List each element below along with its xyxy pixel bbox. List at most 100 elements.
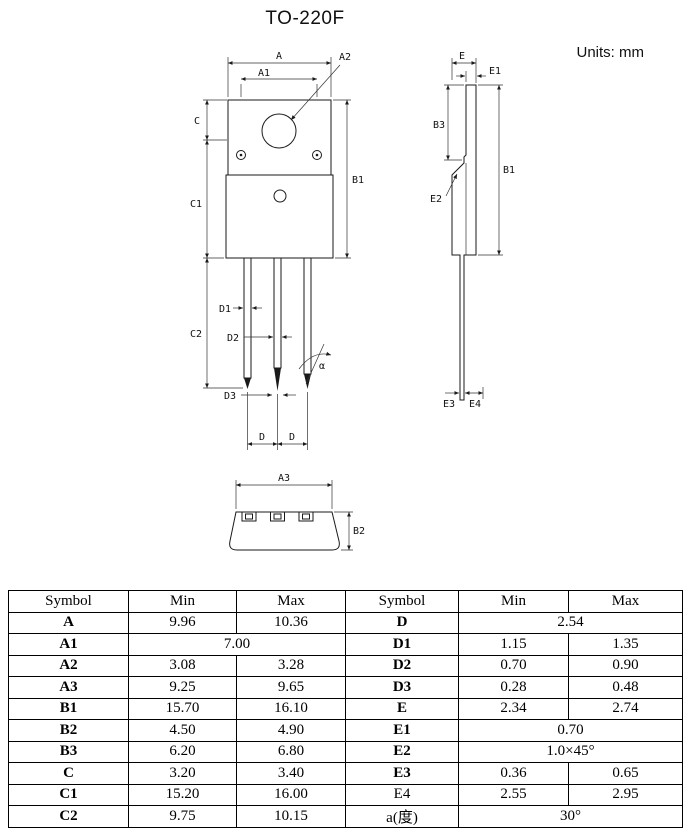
dim-label-D3: D3 [224,391,236,402]
table-row: C2 9.75 10.15 a(度) 30° [8,805,683,828]
front-pilot-hole-right [312,150,322,160]
min-cell: 2.55 [458,783,569,806]
symbol-cell: D3 [345,676,459,699]
dim-line [235,480,333,509]
symbol-cell: E2 [345,740,459,763]
min-cell: 15.70 [128,697,237,720]
dim-A3: A3 [235,473,333,509]
front-pilot-hole-left [236,150,246,160]
table-row: C 3.20 3.40 E3 0.36 0.65 [8,762,683,785]
dim-E1: E1 [456,66,501,82]
lead-section-outer [270,511,285,522]
page-title: TO-220F [265,8,345,29]
dim-label-E1: E1 [489,66,501,77]
min-cell: 3.20 [128,762,237,785]
max-cell: 10.15 [236,805,346,828]
dim-B2: B2 [334,511,365,551]
dim-E2: E2 [430,173,458,205]
dim-label-C: C [194,116,200,127]
front-lead-2 [273,257,282,391]
lead-tip [274,368,281,391]
min-cell: 2.34 [458,697,569,720]
max-cell: 2.95 [568,783,683,806]
dim-line [240,84,318,97]
min-cell: 0.70 [458,654,569,677]
dim-label-B3: B3 [433,120,445,131]
dim-line [444,84,464,161]
table-row: A1 7.00 D1 1.15 1.35 [8,633,683,656]
table-row: C1 15.20 16.00 E4 2.55 2.95 [8,783,683,806]
symbol-cell: E3 [345,762,459,785]
dim-line [247,392,308,450]
front-tab [227,99,332,176]
min-cell: 3.08 [128,654,237,677]
bent-lead-line [305,343,325,385]
bottom-view: A3 B2 [229,473,365,551]
dim-C2: C2 [190,258,243,389]
dim-A: A [227,51,332,97]
dim-label-D2: D2 [227,333,239,344]
max-cell: 0.90 [568,654,683,677]
col-header-symbol-right: Symbol [345,590,459,613]
symbol-cell: D2 [345,654,459,677]
max-cell: 6.80 [236,740,346,763]
table-row: B2 4.50 4.90 E1 0.70 [8,719,683,742]
min-cell: 0.28 [458,676,569,699]
col-header-max-left: Max [236,590,346,613]
table-header-row: Symbol Min Max Symbol Min Max [8,590,683,613]
table-row: B3 6.20 6.80 E2 1.0×45° [8,740,683,763]
symbol-cell: D [345,611,459,634]
max-cell: 2.74 [568,697,683,720]
min-cell: 1.15 [458,633,569,656]
dim-label-C2: C2 [190,329,202,340]
dim-B1-front: B1 [333,99,364,259]
dim-label-E3: E3 [443,399,455,410]
units-label: Units: mm [576,44,645,61]
dim-A2: A2 [290,52,351,121]
dim-B3: B3 [433,84,464,161]
dim-label-A: A [276,51,282,62]
pilot-hole-center [239,153,243,157]
lead-shaft [273,257,282,369]
symbol-cell: B1 [8,697,129,720]
front-lead-3 [303,257,312,389]
dim-D1: D1 [219,304,262,315]
bottom-lead-section-2 [270,511,285,522]
angle-arc [298,351,332,370]
lead-section-inner [273,513,282,520]
value-cell: 7.00 [128,633,346,656]
lead-section-inner [245,513,253,520]
lead-section-outer [241,511,257,522]
dim-label-alpha: α [319,361,325,372]
max-cell: 0.48 [568,676,683,699]
table-row: A3 9.25 9.65 D3 0.28 0.48 [8,676,683,699]
dim-label-C1: C1 [190,199,202,210]
lead-shaft [243,257,252,379]
dim-label-D-left: D [259,432,265,443]
dim-label-A1: A1 [258,68,270,79]
front-body-dimple [273,189,287,203]
bottom-lead-section-3 [298,511,314,522]
max-cell: 3.28 [236,654,346,677]
max-cell: 9.65 [236,676,346,699]
dim-D-pitch: D D [247,392,308,450]
col-header-symbol-left: Symbol [8,590,129,613]
table-row: A2 3.08 3.28 D2 0.70 0.90 [8,654,683,677]
symbol-cell: C2 [8,805,129,828]
max-cell: 16.00 [236,783,346,806]
symbol-cell: B2 [8,719,129,742]
min-cell: 9.96 [128,611,237,634]
side-view: E E1 B3 B1 E [430,51,515,410]
symbol-cell: C [8,762,129,785]
symbol-cell: a(度) [345,805,459,828]
leader-line [290,64,341,121]
dim-label-E2: E2 [430,194,442,205]
max-cell: 3.40 [236,762,346,785]
leader-line [445,173,458,197]
pilot-hole-center [315,153,319,157]
bottom-body-outline [229,511,340,551]
dim-label-A2: A2 [339,52,351,63]
max-cell: 4.90 [236,719,346,742]
min-cell: 9.75 [128,805,237,828]
